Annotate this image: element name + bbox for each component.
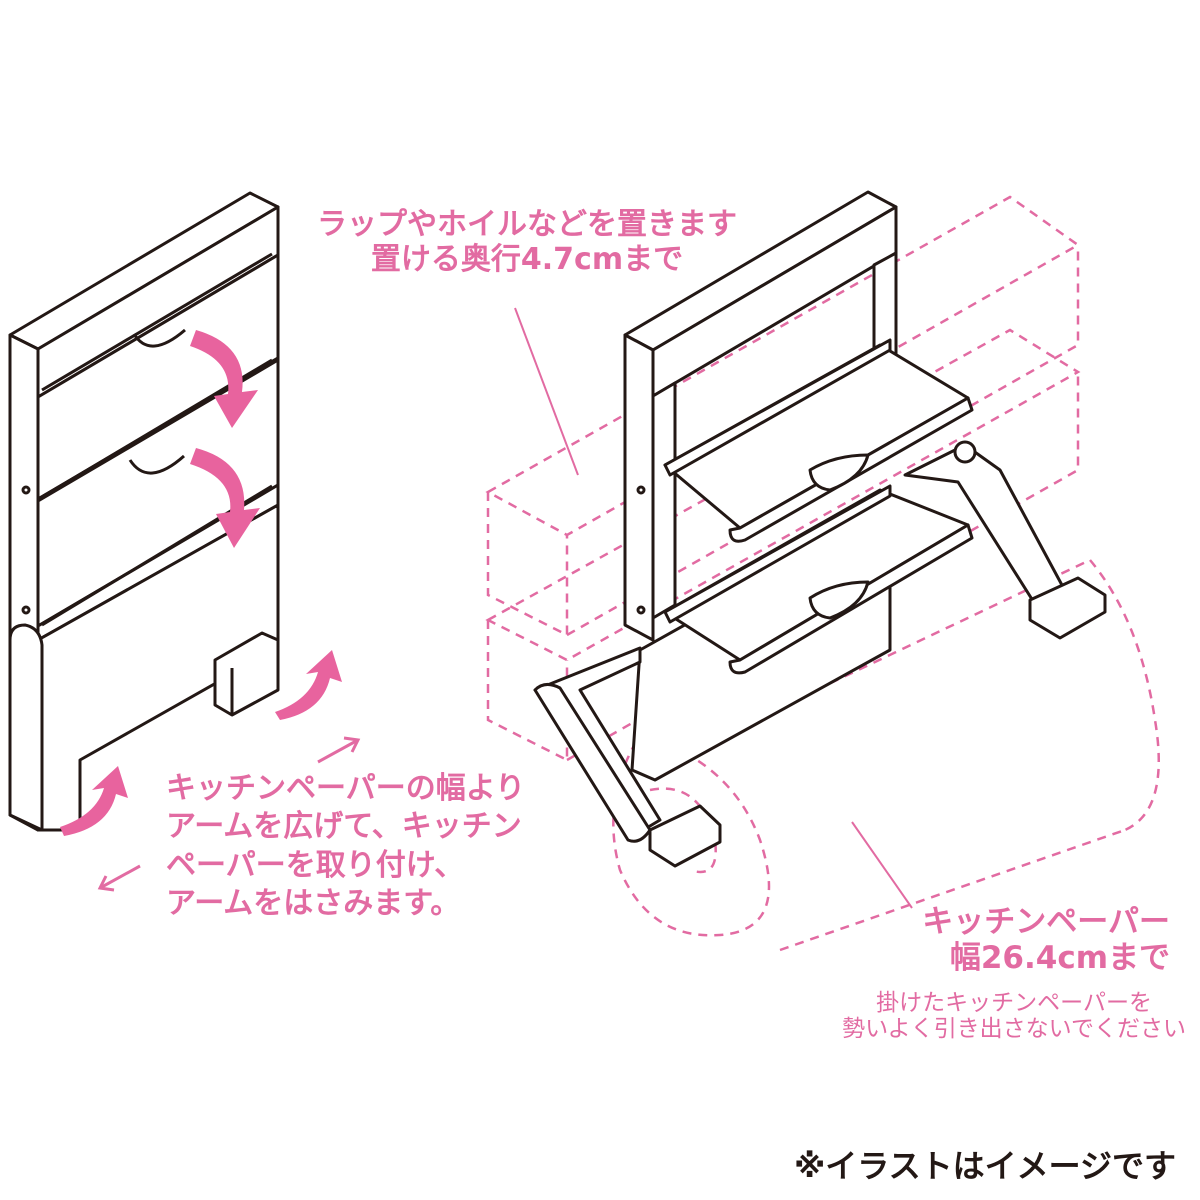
curved-up-arrow-icon [60, 766, 128, 836]
paper-width-label: キッチンペーパー 幅26.4cmまで [922, 904, 1170, 976]
wrap-shelf-label: ラップやホイルなどを置きます 置ける奥行4.7cmまで [292, 207, 762, 277]
unfolded-holder [533, 190, 1107, 868]
arm-instruction-line3: ペーパーを取り付け、 [166, 847, 465, 883]
diagonal-arrow-icon [97, 864, 141, 892]
wrap-shelf-label-line2: 置ける奥行4.7cmまで [370, 241, 684, 277]
arm-instruction-line4: アームをはさみます。 [166, 886, 461, 922]
warning-line2: 勢いよく引き出さないでください [842, 1016, 1186, 1043]
spread-arrows [97, 736, 361, 892]
curved-down-arrow-icon [190, 448, 260, 548]
illustration-note: ※イラストはイメージです [794, 1147, 1176, 1185]
fold-arrows [60, 330, 342, 836]
paper-width-line1: キッチンペーパー [922, 904, 1170, 940]
pointer-lines [514, 307, 913, 909]
arm-instruction-label: キッチンペーパーの幅より アームを広げて、キッチン ペーパーを取り付け、 アーム… [166, 770, 525, 924]
warning-line1: 掛けたキッチンペーパーを [876, 990, 1152, 1016]
paper-width-line2: 幅26.4cmまで [949, 939, 1170, 976]
curved-up-arrow-icon [275, 650, 342, 720]
wrap-shelf-label-line1: ラップやホイルなどを置きます [317, 207, 737, 242]
warning-label: 掛けたキッチンペーパーを 勢いよく引き出さないでください [842, 990, 1186, 1043]
curved-down-arrow-icon [190, 330, 258, 428]
arm-instruction-line2: アームを広げて、キッチン [166, 809, 522, 845]
arm-instruction-line1: キッチンペーパーの幅より [166, 771, 526, 806]
diagonal-arrow-icon [317, 736, 361, 764]
folded-holder [8, 191, 280, 832]
